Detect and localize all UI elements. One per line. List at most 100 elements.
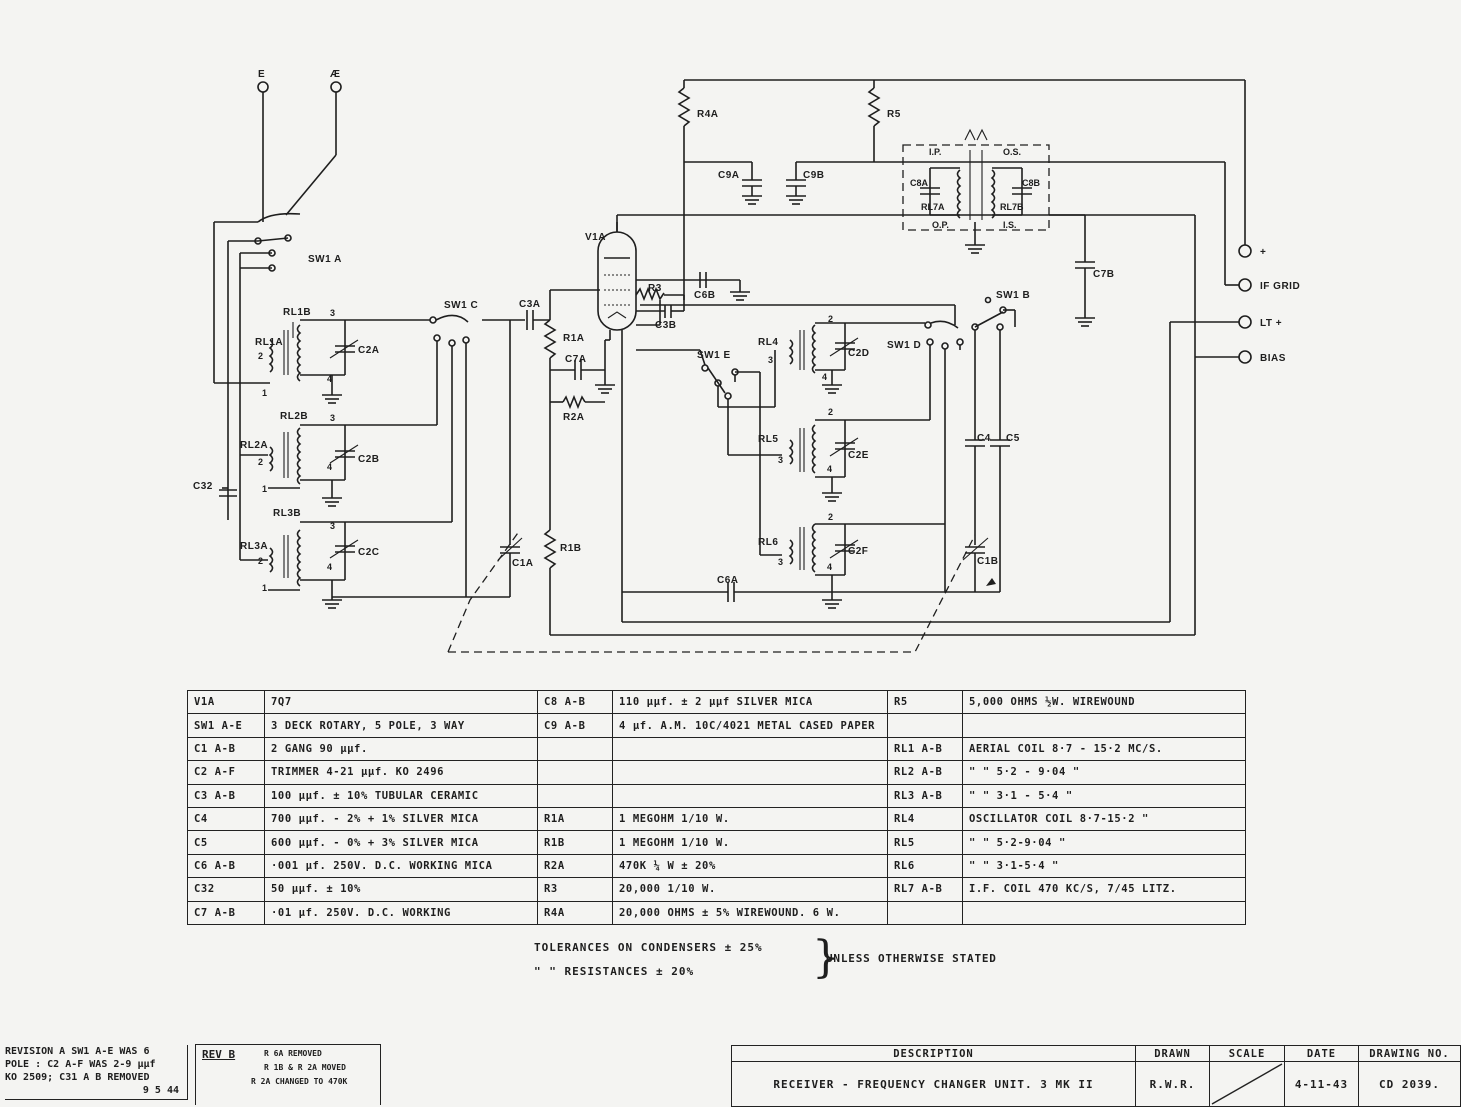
pin-label: 3 [330, 413, 335, 423]
label-c5: C5 [1006, 433, 1020, 444]
parts-cell: " " 3·1-5·4 " [962, 853, 1246, 879]
label-sw1a: SW1 A [308, 254, 342, 265]
label-c2f: C2F [848, 546, 868, 557]
label-c4: C4 [977, 433, 991, 444]
label-terminal-if-grid: IF GRID [1260, 281, 1300, 292]
label-r1b: R1B [560, 543, 582, 554]
title-description: RECEIVER - FREQUENCY CHANGER UNIT. 3 MK … [731, 1061, 1136, 1107]
label-rl1a: RL1A [255, 337, 283, 348]
title-header-drawing-no: DRAWING NO. [1358, 1045, 1461, 1062]
pin-label: 2 [828, 512, 833, 522]
tolerance-condensers: TOLERANCES ON CONDENSERS ± 25% [534, 941, 763, 954]
label-c8a: C8A [910, 178, 929, 188]
label-r1a: R1A [563, 333, 585, 344]
parts-cell: RL7 A-B [887, 877, 963, 902]
parts-cell [537, 760, 613, 785]
pin-label: 1 [262, 388, 267, 398]
title-drawing-no: CD 2039. [1358, 1061, 1461, 1107]
label-sw1c: SW1 C [444, 300, 478, 311]
parts-cell: 50 µµf. ± 10% [264, 877, 538, 902]
label-rl5: RL5 [758, 434, 778, 445]
label-c2e: C2E [848, 450, 869, 461]
label-c7a: C7A [565, 354, 587, 365]
parts-cell: 110 µµf. ± 2 µµf SILVER MICA [612, 689, 888, 715]
parts-cell: R4A [537, 900, 613, 926]
revision-a-line: REVISION A SW1 A-E WAS 6 [5, 1046, 150, 1057]
pin-label: 2 [828, 407, 833, 417]
parts-cell: R5 [887, 689, 963, 715]
parts-cell: 700 µµf. - 2% + 1% SILVER MICA [264, 806, 538, 832]
label-c9b: C9B [803, 170, 825, 181]
label-rl2b: RL2B [280, 411, 308, 422]
parts-cell: C3 A-B [187, 783, 265, 808]
label-r5: R5 [887, 109, 901, 120]
label-r4a: R4A [697, 109, 719, 120]
parts-cell: 20,000 1/10 W. [612, 877, 888, 902]
parts-cell: C6 A-B [187, 853, 265, 879]
label-c2a: C2A [358, 345, 380, 356]
pin-label: 4 [827, 464, 832, 474]
tolerance-resistances: " " RESISTANCES ± 20% [534, 965, 695, 978]
parts-cell: C1 A-B [187, 736, 265, 762]
parts-cell [612, 760, 888, 785]
parts-cell [887, 713, 963, 738]
revision-b-line: R 2A CHANGED TO 470K [251, 1077, 348, 1086]
parts-cell: RL1 A-B [887, 736, 963, 762]
parts-cell: C5 [187, 830, 265, 855]
label-rl7-is: I.S. [1003, 220, 1017, 230]
parts-cell: " " 5·2-9·04 " [962, 830, 1246, 855]
parts-cell: ·01 µf. 250V. D.C. WORKING [264, 900, 538, 926]
label-c2d: C2D [848, 348, 870, 359]
pin-label: 1 [262, 484, 267, 494]
revision-b-tag: REV B [202, 1048, 236, 1061]
label-rl3a: RL3A [240, 541, 268, 552]
pin-label: 2 [828, 314, 833, 324]
title-header-scale: SCALE [1209, 1045, 1285, 1062]
parts-cell: " " 5·2 - 9·04 " [962, 760, 1246, 785]
label-r3: R3 [648, 283, 662, 294]
revision-a-line: POLE : C2 A-F WAS 2-9 µµf [5, 1059, 156, 1070]
label-c6b: C6B [694, 290, 716, 301]
parts-cell: R2A [537, 853, 613, 879]
parts-cell [612, 736, 888, 762]
pin-label: 4 [327, 462, 332, 472]
revision-b-line: R 6A REMOVED [264, 1049, 322, 1058]
label-rl7b: RL7B [1000, 202, 1024, 212]
parts-cell: 470K ¼ W ± 20% [612, 853, 888, 879]
gang-link-c1a [447, 529, 521, 653]
parts-cell [537, 736, 613, 762]
scale-diagonal-icon [1211, 1063, 1283, 1105]
parts-cell: V1A [187, 689, 265, 715]
pin-label: 3 [768, 355, 773, 365]
revision-a-date: 9 5 44 [142, 1085, 179, 1096]
label-rl1b: RL1B [283, 307, 311, 318]
label-c6a: C6A [717, 575, 739, 586]
revision-a-note: REVISION A SW1 A-E WAS 6 POLE : C2 A-F W… [5, 1045, 188, 1100]
label-terminal-e: E [258, 69, 265, 80]
label-rl6: RL6 [758, 537, 778, 548]
oscillator-section [622, 300, 975, 609]
pin-label: 3 [330, 308, 335, 318]
pin-label: 3 [778, 557, 783, 567]
aerial-earth-terminals [257, 81, 342, 223]
label-c7b: C7B [1093, 269, 1115, 280]
pin-label: 3 [778, 455, 783, 465]
switch-sw1d-sw1b [845, 296, 1016, 593]
parts-cell: 4 µf. A.M. 10C/4021 METAL CASED PAPER [612, 713, 888, 738]
parts-cell: 1 MEGOHM 1/10 W. [612, 830, 888, 855]
brace-icon: } [812, 932, 840, 983]
tolerance-note: TOLERANCES ON CONDENSERS ± 25% " " RESIS… [534, 936, 763, 984]
label-rl7a: RL7A [921, 202, 945, 212]
parts-cell: C9 A-B [537, 713, 613, 738]
label-sw1d: SW1 D [887, 340, 921, 351]
grid-resistors [543, 319, 623, 635]
parts-cell: 600 µµf. - 0% + 3% SILVER MICA [264, 830, 538, 855]
label-sw1b: SW1 B [996, 290, 1030, 301]
parts-cell [887, 900, 963, 926]
